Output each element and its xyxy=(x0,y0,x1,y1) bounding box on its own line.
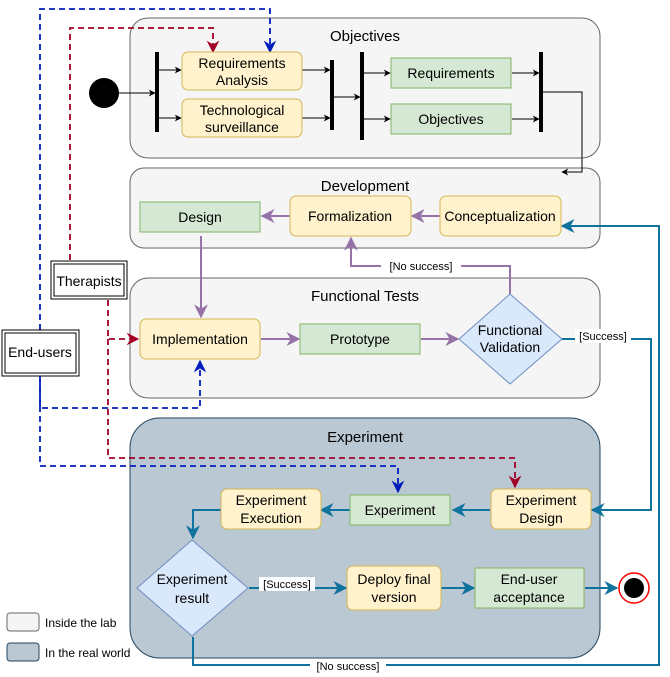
svg-text:End-users: End-users xyxy=(8,344,72,360)
svg-text:Experiment: Experiment xyxy=(236,492,307,508)
end-users-to-req-analysis-edge xyxy=(39,8,277,330)
legend-swatch-inside-lab xyxy=(6,612,40,632)
legend-label-real-world: In the real world xyxy=(45,646,130,660)
node-functional-validation: Functional Validation xyxy=(458,293,563,385)
label-success-validation: [Success] xyxy=(575,329,631,343)
svg-text:Therapists: Therapists xyxy=(56,273,121,289)
svg-text:Design: Design xyxy=(178,209,222,225)
join-bar-2 xyxy=(539,52,543,132)
svg-text:Conceptualization: Conceptualization xyxy=(444,208,555,224)
svg-text:Experiment: Experiment xyxy=(157,571,228,587)
result-no-success-edge xyxy=(192,219,660,666)
svg-text:surveillance: surveillance xyxy=(205,119,279,135)
execution-to-result-edge xyxy=(186,509,221,540)
group-development-title: Development xyxy=(321,178,410,195)
node-experiment-design: Experiment Design xyxy=(490,488,592,530)
therapists-to-experiment-design-edge xyxy=(107,339,522,489)
node-end-user-acceptance: End-user acceptance xyxy=(474,567,585,609)
node-deploy-final-version: Deploy final version xyxy=(346,565,442,611)
label-success-experiment: [Success] xyxy=(259,577,315,591)
group-functional-tests-title: Functional Tests xyxy=(311,288,419,305)
actor-therapists: Therapists xyxy=(50,260,128,300)
svg-text:Implementation: Implementation xyxy=(152,331,248,347)
svg-text:Execution: Execution xyxy=(240,510,301,526)
svg-text:[Success]: [Success] xyxy=(579,331,627,343)
node-prototype: Prototype xyxy=(299,323,421,355)
join-bar-1 xyxy=(330,60,334,130)
svg-text:[No success]: [No success] xyxy=(317,661,380,673)
node-design: Design xyxy=(139,201,261,233)
node-conceptualization: Conceptualization xyxy=(439,195,562,237)
svg-text:End-user: End-user xyxy=(501,571,558,587)
start-node xyxy=(89,78,119,108)
group-objectives-title: Objectives xyxy=(330,28,400,45)
end-users-to-experiment-edge xyxy=(39,376,405,494)
node-requirements: Requirements xyxy=(390,57,512,89)
svg-text:Design: Design xyxy=(519,510,563,526)
node-experiment-result: Experiment result xyxy=(136,539,249,637)
node-objectives: Objectives xyxy=(390,103,512,135)
svg-text:Formalization: Formalization xyxy=(308,208,392,224)
therapists-to-req-analysis-edge xyxy=(69,27,220,260)
node-experiment-execution: Experiment Execution xyxy=(220,488,322,530)
node-requirements-analysis: Requirements Analysis xyxy=(181,51,303,91)
svg-text:acceptance: acceptance xyxy=(493,589,565,605)
svg-text:result: result xyxy=(175,590,209,606)
svg-text:Analysis: Analysis xyxy=(216,72,268,88)
node-formalization: Formalization xyxy=(289,195,412,237)
svg-text:Prototype: Prototype xyxy=(330,331,390,347)
svg-text:Objectives: Objectives xyxy=(418,111,483,127)
actor-end-users: End-users xyxy=(1,329,80,377)
node-technological-surveillance: Technological surveillance xyxy=(181,98,303,138)
label-no-success-bottom: [No success] xyxy=(310,659,386,673)
svg-text:Validation: Validation xyxy=(480,339,540,355)
end-node xyxy=(618,572,650,604)
svg-text:[No success]: [No success] xyxy=(390,261,453,273)
legend: Inside the lab In the real world xyxy=(6,612,130,662)
join2-to-conceptualization-edge xyxy=(542,91,583,176)
node-implementation: Implementation xyxy=(139,318,261,360)
svg-text:Requirements: Requirements xyxy=(407,65,494,81)
svg-text:Technological: Technological xyxy=(200,102,285,118)
svg-text:Deploy final: Deploy final xyxy=(357,571,430,587)
legend-label-inside-lab: Inside the lab xyxy=(45,616,117,630)
svg-text:Requirements: Requirements xyxy=(198,55,285,71)
fork-bar-2 xyxy=(360,52,364,140)
label-no-success-top: [No success] xyxy=(381,259,461,273)
svg-text:[Success]: [Success] xyxy=(263,579,311,591)
svg-text:version: version xyxy=(371,589,416,605)
svg-text:Experiment: Experiment xyxy=(365,502,436,518)
fork-bar-1 xyxy=(155,52,159,132)
therapists-to-implementation-edge xyxy=(107,300,140,346)
svg-text:Experiment: Experiment xyxy=(506,492,577,508)
node-experiment: Experiment xyxy=(349,494,451,526)
legend-swatch-real-world xyxy=(6,642,40,662)
end-users-to-implementation-edge xyxy=(39,330,207,409)
svg-text:Functional: Functional xyxy=(478,322,543,338)
group-experiment-title: Experiment xyxy=(327,429,404,446)
